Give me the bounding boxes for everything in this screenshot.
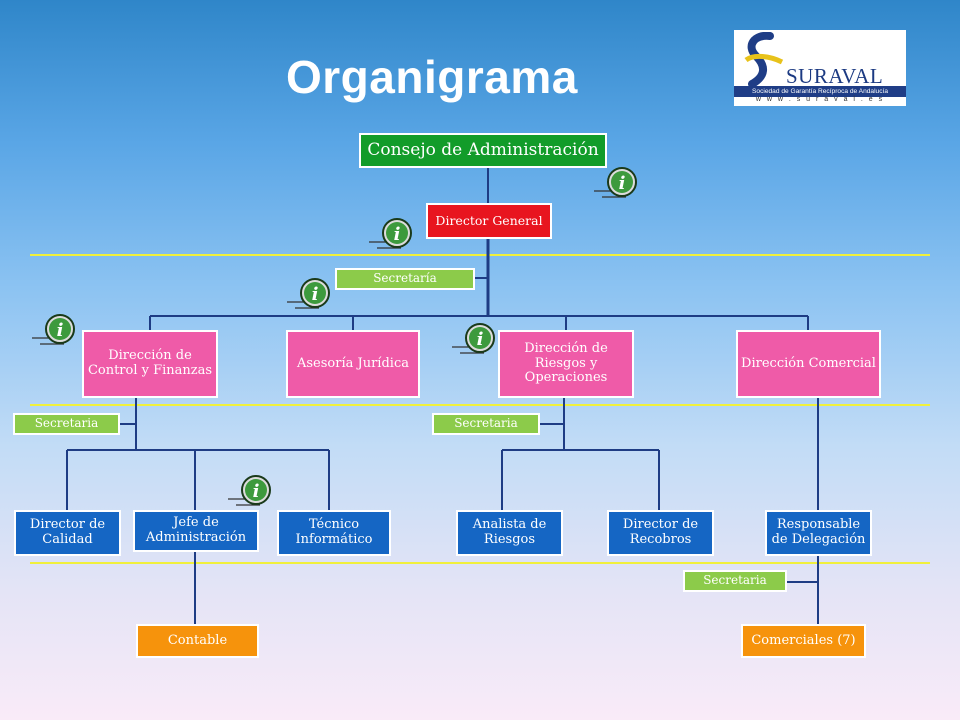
svg-text:i: i: [253, 481, 260, 502]
node-contable[interactable]: Contable: [136, 624, 259, 658]
info-icon[interactable]: i: [30, 313, 80, 347]
node-secretaria-general[interactable]: Secretaría: [335, 268, 475, 290]
node-director-recobros[interactable]: Director de Recobros: [607, 510, 714, 556]
node-direccion-riesgos-operaciones[interactable]: Dirección de Riesgos y Operaciones: [498, 330, 634, 398]
node-consejo-administracion[interactable]: Consejo de Administración: [359, 133, 607, 168]
info-icon[interactable]: i: [592, 166, 642, 200]
node-comerciales[interactable]: Comerciales (7): [741, 624, 866, 658]
node-asesoria-juridica[interactable]: Asesoría Jurídica: [286, 330, 420, 398]
svg-text:i: i: [477, 329, 484, 350]
info-icon[interactable]: i: [367, 217, 417, 251]
node-analista-riesgos[interactable]: Analista de Riesgos: [456, 510, 563, 556]
svg-text:i: i: [57, 320, 64, 341]
svg-text:i: i: [619, 173, 626, 194]
node-director-calidad[interactable]: Director de Calidad: [14, 510, 121, 556]
node-secretaria-comercial[interactable]: Secretaria: [683, 570, 787, 592]
svg-text:i: i: [394, 224, 401, 245]
info-icon[interactable]: i: [450, 322, 500, 356]
node-secretaria-riesgos[interactable]: Secretaria: [432, 413, 540, 435]
suraval-logo: SURAVAL Sociedad de Garantía Recíproca d…: [734, 30, 906, 106]
node-jefe-administracion[interactable]: Jefe de Administración: [133, 510, 259, 552]
node-director-general[interactable]: Director General: [426, 203, 552, 239]
logo-url: w w w . s u r a v a l . e s: [755, 96, 885, 103]
node-direccion-comercial[interactable]: Dirección Comercial: [736, 330, 881, 398]
svg-text:i: i: [312, 284, 319, 305]
node-secretaria-control[interactable]: Secretaria: [13, 413, 120, 435]
logo-tagline: Sociedad de Garantía Recíproca de Andalu…: [734, 86, 906, 97]
info-icon[interactable]: i: [285, 277, 335, 311]
page-title: Organigrama: [286, 51, 578, 103]
node-direccion-control-finanzas[interactable]: Dirección de Control y Finanzas: [82, 330, 218, 398]
node-tecnico-informatico[interactable]: Técnico Informático: [277, 510, 391, 556]
logo-name: SURAVAL: [786, 64, 884, 88]
info-icon[interactable]: i: [226, 474, 276, 508]
node-responsable-delegacion[interactable]: Responsable de Delegación: [765, 510, 872, 556]
logo-s-mark: [744, 32, 784, 88]
